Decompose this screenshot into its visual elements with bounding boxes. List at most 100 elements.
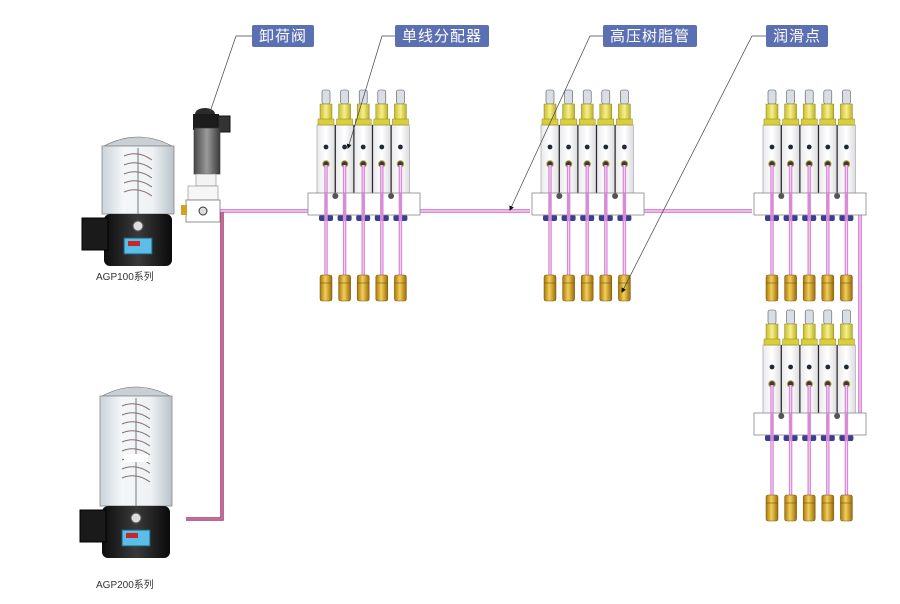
yellow-nut bbox=[560, 118, 577, 126]
yellow-cap bbox=[765, 323, 779, 342]
yellow-nut bbox=[838, 338, 855, 346]
indicator-pin bbox=[767, 309, 777, 325]
pump-motor bbox=[79, 509, 107, 543]
screw-hole bbox=[323, 144, 329, 150]
indicator-pin bbox=[842, 89, 851, 105]
valve-connector bbox=[217, 115, 231, 133]
indicator-pin bbox=[767, 89, 777, 105]
lubrication-point-fitting bbox=[802, 274, 816, 302]
pressure-gauge bbox=[130, 512, 142, 524]
yellow-nut bbox=[800, 118, 818, 126]
pump-agp100 bbox=[81, 136, 175, 266]
indicator-pin bbox=[786, 89, 795, 105]
yellow-cap bbox=[821, 103, 835, 122]
yellow-nut bbox=[336, 118, 353, 126]
indicator-pin bbox=[823, 309, 833, 325]
screw-hole bbox=[566, 144, 571, 150]
lubrication-point-fitting bbox=[580, 274, 594, 302]
indicator-pin bbox=[340, 89, 349, 105]
yellow-nut bbox=[782, 338, 799, 346]
manifold-port bbox=[834, 413, 841, 419]
pump-brand-plate bbox=[124, 454, 148, 462]
manifold-port bbox=[332, 193, 339, 199]
screw-hole bbox=[806, 144, 812, 150]
control-display bbox=[126, 533, 138, 538]
screw-hole bbox=[788, 144, 793, 150]
yellow-nut bbox=[597, 118, 615, 126]
lubrication-point-fitting bbox=[375, 274, 389, 302]
yellow-cap bbox=[394, 103, 407, 122]
screw-hole bbox=[379, 144, 385, 150]
indicator-pin bbox=[396, 89, 405, 105]
indicator-pin bbox=[823, 89, 833, 105]
manifold-port bbox=[834, 193, 841, 199]
manifold-port bbox=[556, 193, 563, 199]
callout-high-pressure-resin-hose: 高压树脂管 bbox=[603, 25, 698, 47]
pump-cover bbox=[101, 386, 171, 397]
yellow-nut bbox=[838, 118, 855, 126]
screw-hole bbox=[844, 144, 849, 150]
screw-hole bbox=[603, 144, 609, 150]
lubrication-point-fitting bbox=[394, 274, 407, 302]
screw-hole bbox=[769, 144, 775, 150]
pump-motor bbox=[81, 217, 109, 251]
screw-hole bbox=[360, 144, 366, 150]
screw-hole bbox=[788, 364, 793, 370]
manifold-port bbox=[778, 413, 785, 419]
pump-cover bbox=[103, 136, 173, 147]
screw-hole bbox=[844, 364, 849, 370]
lubrication-point-fitting bbox=[562, 274, 575, 302]
distributor-group-4 bbox=[753, 309, 867, 522]
leader-unload-valve bbox=[209, 35, 252, 113]
indicator-pin bbox=[564, 89, 573, 105]
screw-hole bbox=[825, 144, 831, 150]
valve-stem bbox=[195, 173, 217, 187]
leader-lubrication-point bbox=[621, 35, 766, 293]
yellow-cap bbox=[618, 103, 631, 122]
callout-single-line-distributor: 单线分配器 bbox=[395, 25, 490, 47]
yellow-cap bbox=[338, 103, 351, 122]
lubrication-point-fitting bbox=[821, 494, 835, 522]
yellow-cap bbox=[840, 323, 853, 342]
yellow-cap bbox=[599, 103, 613, 122]
lubrication-point-fitting bbox=[784, 494, 797, 522]
callout-lubrication-point: 润滑点 bbox=[766, 25, 829, 47]
valve-body bbox=[193, 127, 221, 175]
lubrication-point-fitting bbox=[543, 274, 557, 302]
lubrication-point-fitting bbox=[319, 274, 333, 302]
screw-hole bbox=[825, 364, 831, 370]
pressure-gauge bbox=[132, 220, 144, 232]
yellow-cap bbox=[821, 323, 835, 342]
valve-port bbox=[198, 206, 208, 216]
indicator-pin bbox=[545, 89, 555, 105]
indicator-pin bbox=[601, 89, 611, 105]
lubrication-point-fitting bbox=[765, 494, 779, 522]
yellow-cap bbox=[784, 323, 797, 342]
yellow-nut bbox=[373, 118, 391, 126]
lubrication-point-fitting bbox=[338, 274, 351, 302]
indicator-pin bbox=[321, 89, 331, 105]
indicator-pin bbox=[842, 309, 851, 325]
yellow-nut bbox=[616, 118, 633, 126]
pipe-network bbox=[186, 209, 862, 521]
distributor-group-1 bbox=[307, 89, 421, 302]
yellow-nut bbox=[541, 118, 559, 126]
lubrication-point-fitting bbox=[821, 274, 835, 302]
yellow-cap bbox=[802, 103, 816, 122]
pump2-feed-pipe-highlight bbox=[186, 212, 223, 520]
control-display bbox=[128, 241, 140, 246]
yellow-cap bbox=[580, 103, 594, 122]
callout-unload-valve: 卸荷阀 bbox=[252, 25, 315, 47]
yellow-cap bbox=[765, 103, 779, 122]
valve-coil-cap bbox=[193, 114, 219, 130]
leader-single-line-distributor bbox=[346, 35, 395, 149]
yellow-nut bbox=[317, 118, 335, 126]
indicator-pin bbox=[377, 89, 387, 105]
yellow-cap bbox=[784, 103, 797, 122]
yellow-nut bbox=[578, 118, 596, 126]
pump-label-agp200: AGP200系列 bbox=[96, 580, 154, 591]
pump-agp200 bbox=[79, 386, 173, 558]
screw-hole bbox=[398, 144, 403, 150]
yellow-nut bbox=[392, 118, 409, 126]
